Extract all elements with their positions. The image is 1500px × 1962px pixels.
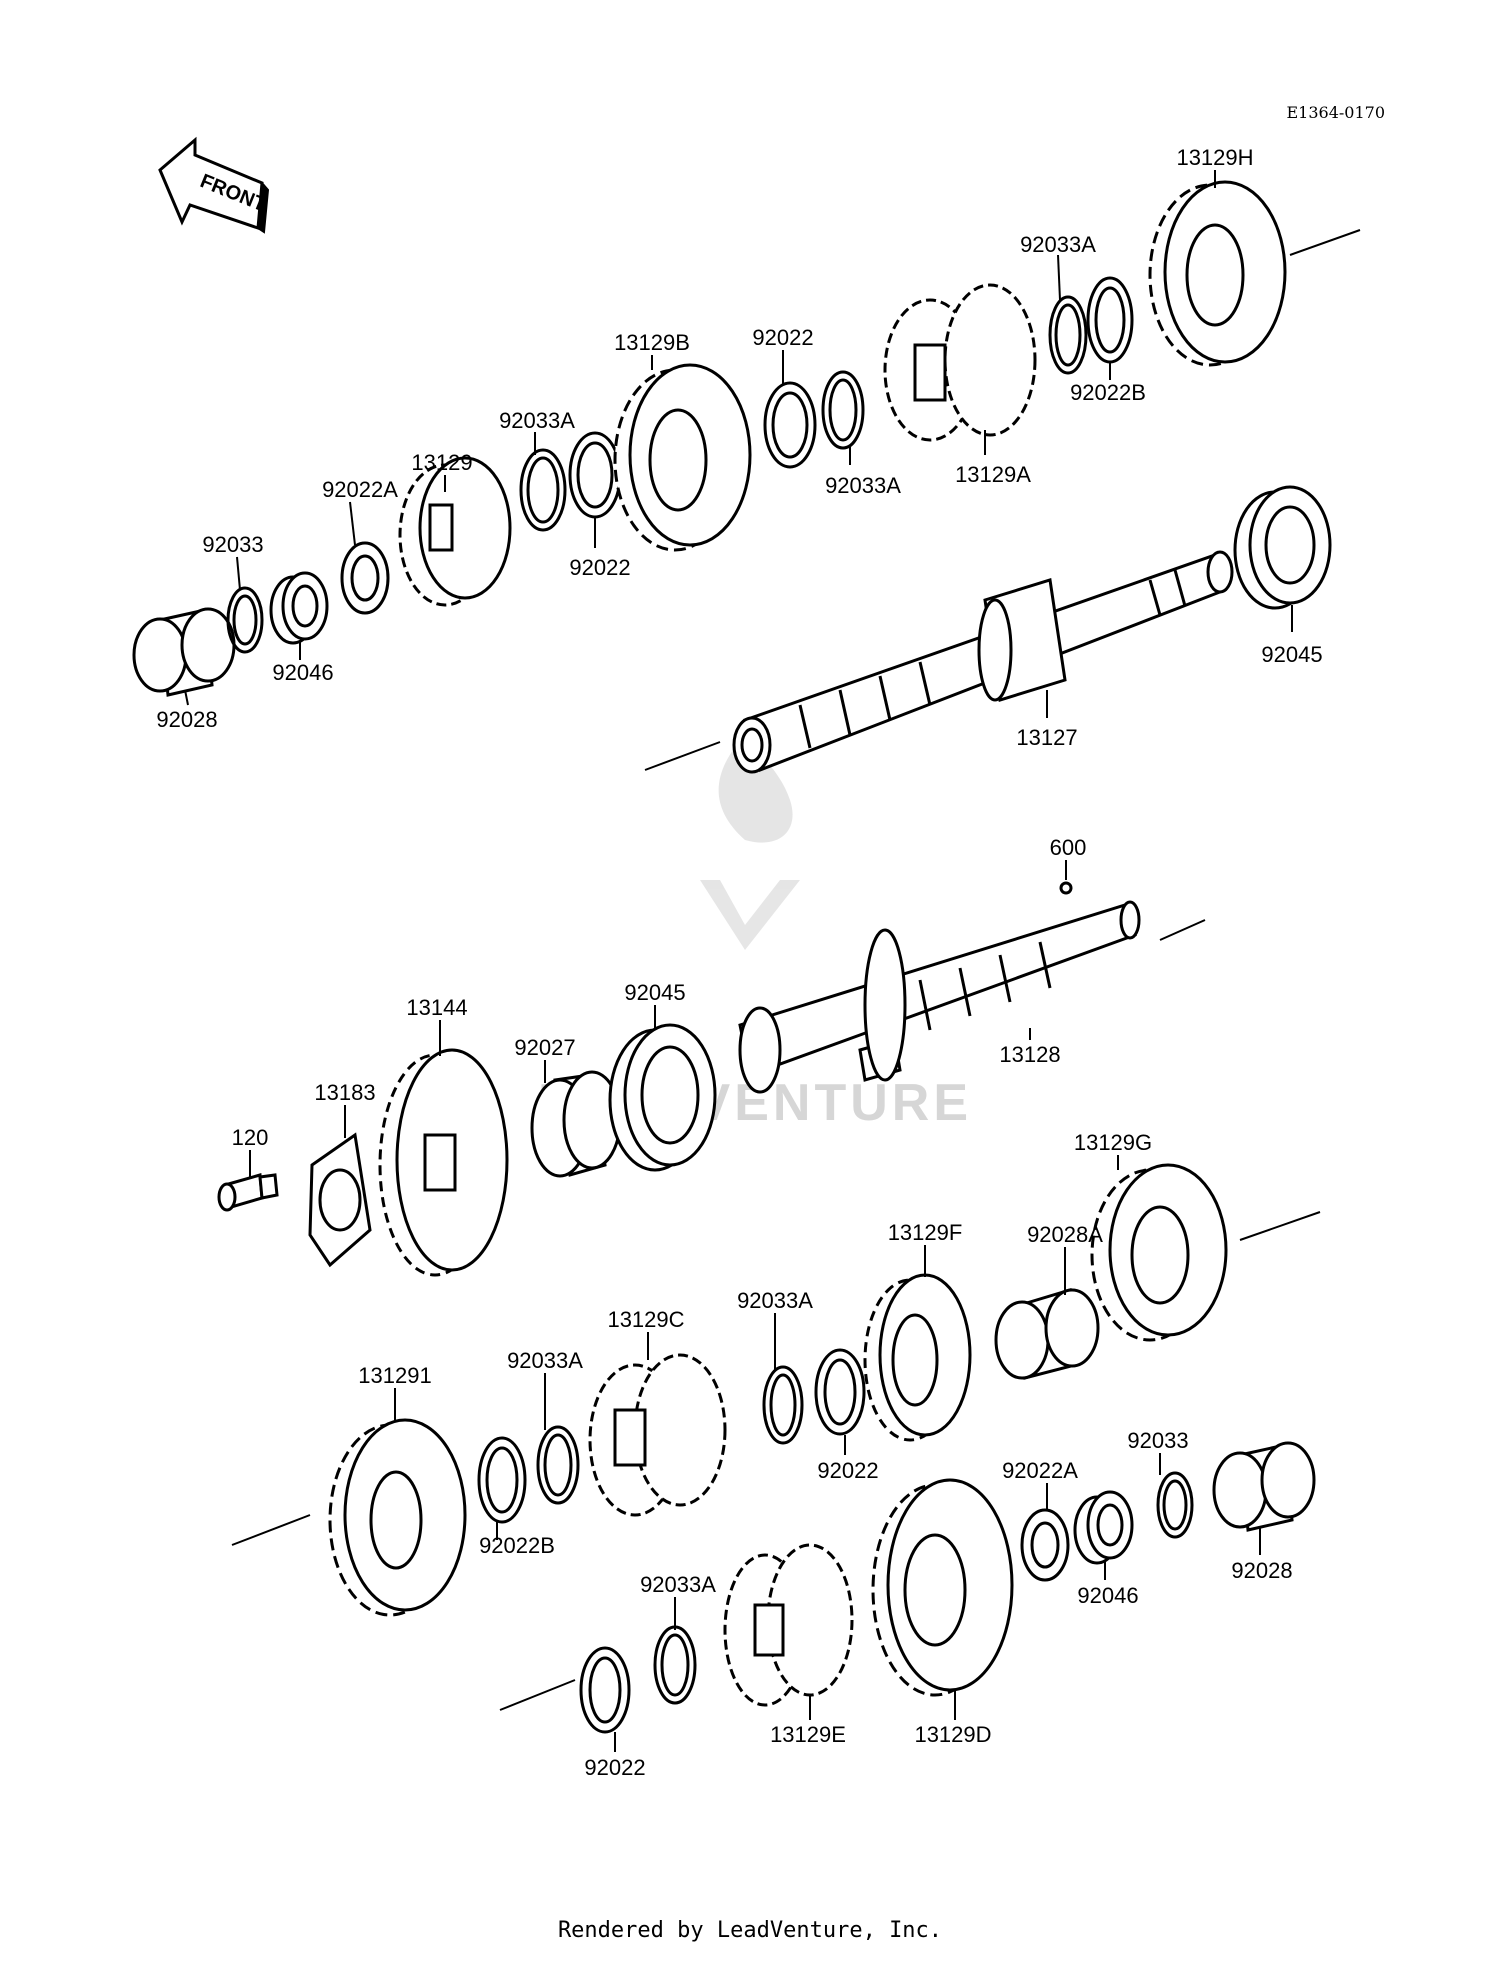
bushing-92028-upper[interactable] [132,607,236,697]
gear-13129H[interactable] [1148,180,1287,367]
label-13129C[interactable]: 13129C [607,1307,684,1332]
label-13129B[interactable]: 13129B [614,330,690,355]
input-shaft-assembly [217,881,1321,1734]
label-92022-4[interactable]: 92022 [584,1755,645,1780]
washer-92022-lower-1[interactable] [814,1348,866,1436]
bushing-92028A[interactable] [994,1288,1100,1380]
label-92022A-2[interactable]: 92022A [1002,1458,1078,1483]
label-13129I[interactable]: 131291 [358,1363,431,1388]
washer-92022-lower-2[interactable] [579,1646,631,1734]
label-13129A[interactable]: 13129A [955,462,1031,487]
gear-13129B[interactable] [613,363,752,552]
label-92022-1[interactable]: 92022 [752,325,813,350]
label-92046-1[interactable]: 92046 [272,660,333,685]
circlip-92033A-lower-1[interactable] [762,1365,804,1445]
diagram-code: E1364-0170 [1286,103,1385,122]
label-92046-2[interactable]: 92046 [1077,1583,1138,1608]
output-shaft-assembly [132,180,1361,774]
circlip-92033-upper[interactable] [226,586,264,654]
retainer-plate-13183[interactable] [308,1132,372,1268]
label-92027[interactable]: 92027 [514,1035,575,1060]
label-92033-2[interactable]: 92033 [1127,1428,1188,1453]
label-92028-2[interactable]: 92028 [1231,1558,1292,1583]
label-13129E[interactable]: 13129E [770,1722,846,1747]
washer-92022B-upper[interactable] [1086,276,1134,364]
washer-92022A-lower[interactable] [1020,1508,1070,1582]
bearing-92045-upper[interactable] [1233,485,1332,610]
shaft-13127[interactable] [732,550,1234,774]
footer-credit: Rendered by LeadVenture, Inc. [557,1918,943,1943]
label-13127[interactable]: 13127 [1016,725,1077,750]
label-92022-2[interactable]: 92022 [569,555,630,580]
gear-13129E[interactable] [723,1543,854,1707]
label-13183[interactable]: 13183 [314,1080,375,1105]
sprocket-13144[interactable] [378,1048,509,1277]
label-92033A-1[interactable]: 92033A [1020,232,1096,257]
label-92033A-6[interactable]: 92033A [640,1572,716,1597]
needle-bearing-92046-upper[interactable] [269,571,329,645]
needle-bearing-92046-lower[interactable] [1073,1490,1134,1565]
label-92028A[interactable]: 92028A [1027,1222,1103,1247]
gear-13129A[interactable] [883,283,1037,442]
label-92022B-2[interactable]: 92022B [479,1533,555,1558]
label-13129F[interactable]: 13129F [888,1220,963,1245]
label-92045-1[interactable]: 92045 [1261,642,1322,667]
label-13129H[interactable]: 13129H [1176,145,1253,170]
label-92045-2[interactable]: 92045 [624,980,685,1005]
gear-13129I[interactable] [328,1418,467,1617]
circlip-92033-lower[interactable] [1156,1471,1194,1539]
label-92033A-3[interactable]: 92033A [499,408,575,433]
circlip-92033A-upper-2[interactable] [821,370,865,450]
collar-92027[interactable] [530,1070,622,1178]
label-92033-1[interactable]: 92033 [202,532,263,557]
gear-13129C[interactable] [588,1353,727,1517]
bearing-92045-lower[interactable] [608,1023,717,1172]
washer-92022A-upper[interactable] [340,541,390,615]
label-13129[interactable]: 13129 [411,450,472,475]
front-arrow-icon: FRONT [158,136,269,234]
washer-92022B-lower[interactable] [477,1436,527,1524]
label-92033A-4[interactable]: 92033A [737,1288,813,1313]
circlip-92033A-upper-1[interactable] [519,448,567,532]
label-13128[interactable]: 13128 [999,1042,1060,1067]
shaft-13128[interactable] [738,900,1141,1094]
label-92022-3[interactable]: 92022 [817,1458,878,1483]
label-92028-1[interactable]: 92028 [156,707,217,732]
label-92022A-1[interactable]: 92022A [322,477,398,502]
ball-600[interactable] [1059,881,1073,895]
washer-92022-upper-1[interactable] [568,431,622,519]
circlip-92033A-lower-2[interactable] [536,1425,580,1505]
label-13129D[interactable]: 13129D [914,1722,991,1747]
label-13144[interactable]: 13144 [406,995,467,1020]
label-120[interactable]: 120 [232,1125,269,1150]
label-92033A-5[interactable]: 92033A [507,1348,583,1373]
label-13129G[interactable]: 13129G [1074,1130,1152,1155]
gear-13129D[interactable] [871,1478,1014,1697]
bolt-120[interactable] [217,1173,279,1212]
gear-13129[interactable] [398,456,512,607]
leader-lines [184,170,1293,1752]
part-labels: 13129H 92033A 92022B 13129B 92022 92033A… [156,145,1322,1780]
label-600[interactable]: 600 [1050,835,1087,860]
label-92033A-2[interactable]: 92033A [825,473,901,498]
circlip-92033A-upper-3[interactable] [1048,295,1088,375]
bushing-92028-lower[interactable] [1212,1441,1316,1532]
gear-13129F[interactable] [863,1273,972,1442]
label-92022B-1[interactable]: 92022B [1070,380,1146,405]
gear-13129G[interactable] [1090,1163,1228,1342]
circlip-92033A-lower-3[interactable] [653,1625,697,1705]
washer-92022-upper-2[interactable] [763,381,817,469]
